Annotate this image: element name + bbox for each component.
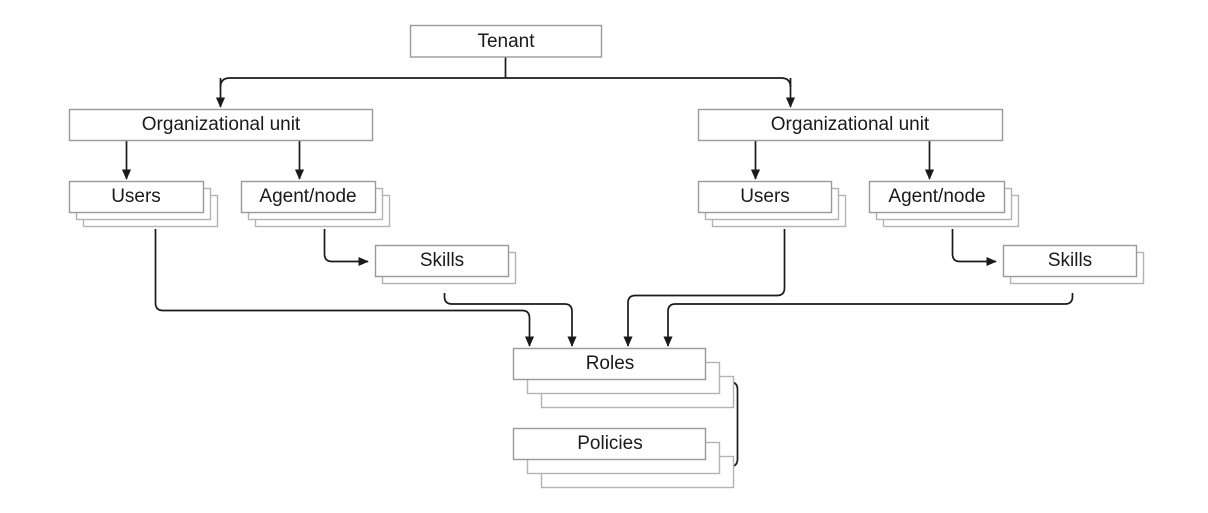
node-agent-left[interactable]: Agent/node [240,180,391,228]
connectors [121,57,1074,472]
edge-skillsright-to-roles [663,293,1074,347]
node-policies-label: Policies [577,433,642,454]
node-users-left-label: Users [111,186,161,207]
node-ou-left[interactable]: Organizational unit [68,108,374,142]
edge-agentright-to-skillsright [951,229,997,267]
node-roles-label: Roles [586,353,635,374]
edge-skillsleft-to-roles [443,293,577,347]
node-skills-right[interactable]: Skills [1002,244,1145,285]
edge-usersright-to-roles [623,229,786,347]
node-agent-right[interactable]: Agent/node [868,180,1020,228]
node-policies[interactable]: Policies [512,427,735,489]
node-ou-left-label: Organizational unit [142,114,301,135]
node-users-left[interactable]: Users [68,180,219,228]
node-agent-left-label: Agent/node [259,186,356,207]
edge-corner-left [219,77,231,88]
node-roles[interactable]: Roles [512,347,735,409]
node-users-right[interactable]: Users [697,180,847,228]
edge-usersleft-to-roles [154,229,535,347]
node-tenant-label: Tenant [477,31,535,52]
node-skills-left-label: Skills [420,250,464,271]
edge-corner-right [780,77,792,88]
node-skills-left[interactable]: Skills [374,244,517,285]
node-ou-right[interactable]: Organizational unit [697,108,1004,142]
node-users-right-label: Users [740,186,790,207]
edge-agentleft-to-skillsleft [323,229,369,267]
node-agent-right-label: Agent/node [888,186,985,207]
node-ou-right-label: Organizational unit [771,114,930,135]
node-skills-right-label: Skills [1048,250,1092,271]
node-tenant[interactable]: Tenant [409,24,603,58]
